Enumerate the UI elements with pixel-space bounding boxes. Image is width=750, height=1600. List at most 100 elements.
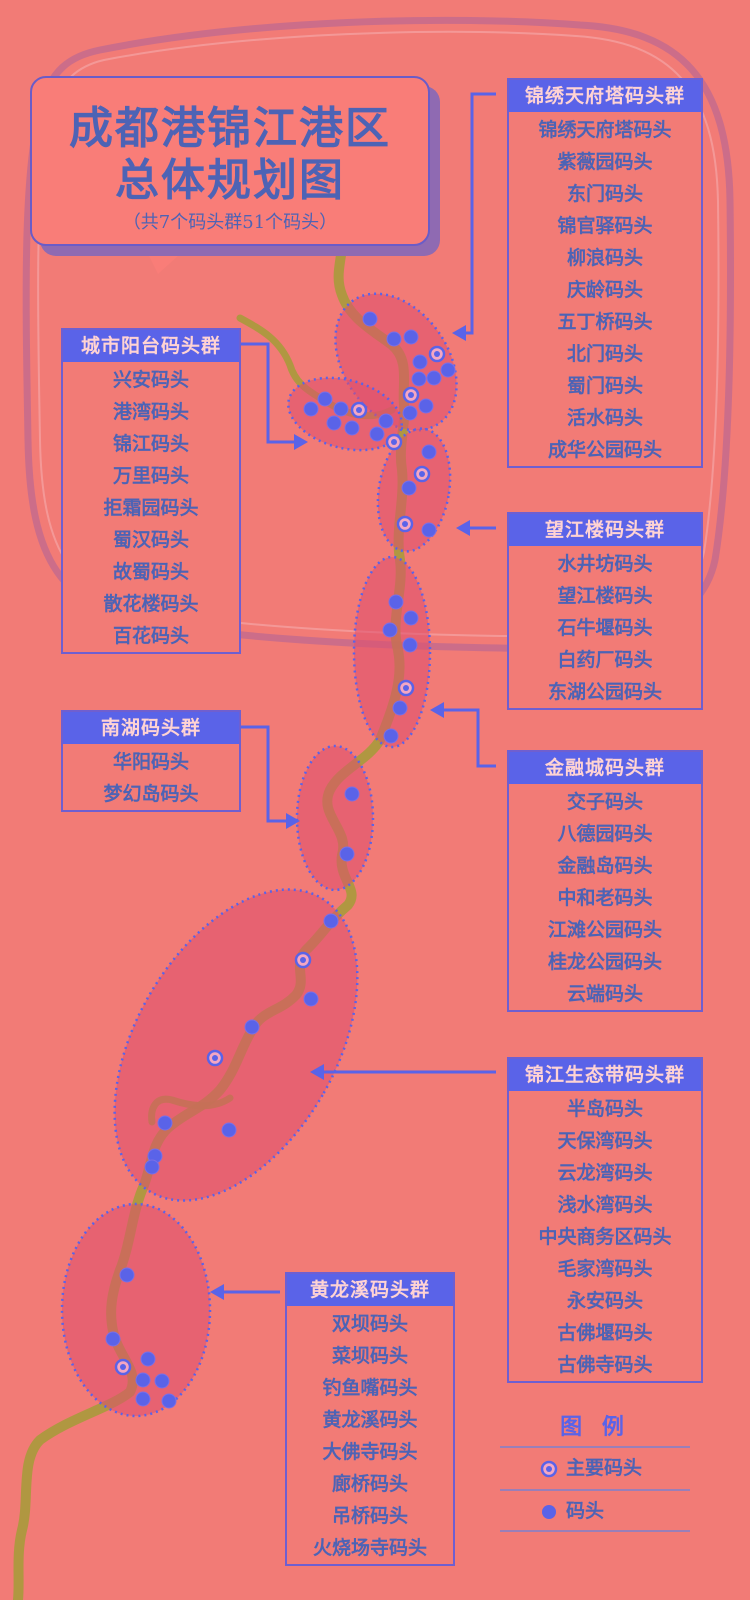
dock-item: 锦官驿码头 bbox=[557, 215, 653, 237]
group-header: 南湖码头群 bbox=[63, 712, 239, 744]
dock-item: 万里码头 bbox=[112, 465, 189, 487]
dock-marker bbox=[383, 728, 399, 744]
dock-item: 云端码头 bbox=[566, 983, 643, 1005]
dock-marker bbox=[440, 362, 456, 378]
dock-item: 天保湾码头 bbox=[557, 1130, 653, 1152]
dock-marker bbox=[317, 391, 333, 407]
dock-marker bbox=[161, 1393, 177, 1409]
arrowhead-wangjiang bbox=[456, 520, 470, 536]
dock-list: 交子码头 八德园码头 金融岛码头 中和老码头 江滩公园码头 桂龙公园码头 云端码… bbox=[509, 784, 701, 1010]
dock-marker bbox=[418, 398, 434, 414]
dock-item: 交子码头 bbox=[566, 791, 643, 813]
dock-item: 华阳码头 bbox=[112, 751, 189, 773]
dock-item: 锦江码头 bbox=[112, 433, 189, 455]
dock-list: 水井坊码头 望江楼码头 石牛堰码头 白药厂码头 东湖公园码头 bbox=[509, 546, 701, 708]
dock-item: 古佛堰码头 bbox=[557, 1322, 653, 1344]
dock-marker bbox=[421, 522, 437, 538]
dock-item: 散花楼码头 bbox=[103, 593, 199, 615]
map-subtitle: （共7个码头群51个码头） bbox=[122, 212, 338, 233]
dock-item: 柳浪码头 bbox=[566, 247, 643, 269]
group-header: 金融城码头群 bbox=[509, 752, 701, 784]
dock-marker bbox=[323, 913, 339, 929]
dock-marker bbox=[157, 1115, 173, 1131]
dock-item: 庆龄码头 bbox=[566, 279, 643, 301]
dock-marker bbox=[382, 622, 398, 638]
dock-item: 古佛寺码头 bbox=[557, 1354, 653, 1376]
dock-list: 半岛码头 天保湾码头 云龙湾码头 浅水湾码头 中央商务区码头 毛家湾码头 永安码… bbox=[509, 1091, 701, 1381]
dock-marker bbox=[135, 1372, 151, 1388]
dock-marker bbox=[154, 1373, 170, 1389]
arrowhead-city-balcony bbox=[294, 434, 308, 450]
group-city-balcony: 城市阳台码头群 兴安码头 港湾码头 锦江码头 万里码头 拒霜园码头 蜀汉码头 故… bbox=[61, 328, 241, 654]
dock-item: 蜀汉码头 bbox=[112, 529, 189, 551]
main-dock-core bbox=[419, 471, 425, 477]
arrow-city-balcony bbox=[238, 342, 296, 444]
cluster-nanhu bbox=[295, 744, 375, 892]
dock-item: 毛家湾码头 bbox=[557, 1258, 653, 1280]
dock-marker bbox=[221, 1122, 237, 1138]
dock-marker bbox=[412, 354, 428, 370]
group-jinjiang-eco-belt: 锦江生态带码头群 半岛码头 天保湾码头 云龙湾码头 浅水湾码头 中央商务区码头 … bbox=[507, 1057, 703, 1383]
legend: 图 例 主要码头 码头 bbox=[500, 1410, 690, 1532]
dock-item: 石牛堰码头 bbox=[557, 617, 653, 639]
dock-marker bbox=[339, 846, 355, 862]
dock-marker bbox=[392, 700, 408, 716]
group-header: 黄龙溪码头群 bbox=[287, 1274, 453, 1306]
dock-marker bbox=[386, 331, 402, 347]
dock-item: 廊桥码头 bbox=[331, 1473, 408, 1495]
dock-item: 钓鱼嘴码头 bbox=[322, 1377, 418, 1399]
main-dock-core bbox=[402, 521, 408, 527]
dock-item: 浅水湾码头 bbox=[557, 1194, 653, 1216]
dock-marker bbox=[378, 413, 394, 429]
legend-row-dock: 码头 bbox=[500, 1489, 690, 1532]
dock-item: 东湖公园码头 bbox=[547, 681, 662, 703]
dock-marker bbox=[144, 1159, 160, 1175]
dock-item: 菜坝码头 bbox=[331, 1345, 408, 1367]
main-dock-core bbox=[300, 957, 306, 963]
dock-marker bbox=[403, 610, 419, 626]
dock-marker bbox=[135, 1391, 151, 1407]
dock-item: 百花码头 bbox=[112, 625, 189, 647]
cluster-jinjiang-eco-belt bbox=[113, 888, 359, 1202]
dock-item: 江滩公园码头 bbox=[547, 919, 662, 941]
dock-item: 白药厂码头 bbox=[557, 649, 653, 671]
main-dock-core bbox=[212, 1055, 218, 1061]
dock-list: 华阳码头 梦幻岛码头 bbox=[63, 744, 239, 810]
dock-item: 紫薇园码头 bbox=[557, 151, 653, 173]
cluster-huanglongxi bbox=[60, 1202, 212, 1418]
legend-label-main-dock: 主要码头 bbox=[566, 1457, 643, 1479]
dock-item: 中和老码头 bbox=[557, 887, 653, 909]
legend-label-dock: 码头 bbox=[566, 1500, 605, 1522]
dock-item: 活水码头 bbox=[566, 407, 643, 429]
arrowhead-financial bbox=[430, 702, 444, 718]
dock-item: 大佛寺码头 bbox=[322, 1441, 418, 1463]
group-jinxiu-tianfu-tower: 锦绣天府塔码头群 锦绣天府塔码头 紫薇园码头 东门码头 锦官驿码头 柳浪码头 庆… bbox=[507, 78, 703, 468]
dock-item: 桂龙公园码头 bbox=[547, 951, 662, 973]
dock-item: 双坝码头 bbox=[331, 1313, 408, 1335]
main-dock-core bbox=[408, 392, 414, 398]
main-dock-core bbox=[391, 439, 397, 445]
dock-marker bbox=[244, 1019, 260, 1035]
dock-marker bbox=[333, 401, 349, 417]
dock-marker bbox=[105, 1331, 121, 1347]
dock-item: 金融岛码头 bbox=[557, 855, 653, 877]
dock-marker bbox=[344, 420, 360, 436]
dock-list: 双坝码头 菜坝码头 钓鱼嘴码头 黄龙溪码头 大佛寺码头 廊桥码头 吊桥码头 火烧… bbox=[287, 1306, 453, 1564]
dock-item: 五丁桥码头 bbox=[557, 311, 653, 333]
cluster-financial-city bbox=[352, 555, 432, 749]
dock-icon bbox=[542, 1505, 556, 1519]
dock-marker bbox=[362, 311, 378, 327]
group-huanglongxi: 黄龙溪码头群 双坝码头 菜坝码头 钓鱼嘴码头 黄龙溪码头 大佛寺码头 廊桥码头 … bbox=[285, 1272, 455, 1566]
dock-marker bbox=[119, 1267, 135, 1283]
main-dock-icon bbox=[540, 1460, 558, 1478]
arrow-nanhu bbox=[238, 725, 288, 823]
dock-item: 故蜀码头 bbox=[112, 561, 189, 583]
dock-item: 望江楼码头 bbox=[557, 585, 653, 607]
title-box: 成都港锦江港区 总体规划图 （共7个码头群51个码头） bbox=[30, 76, 430, 246]
dock-item: 永安码头 bbox=[566, 1290, 643, 1312]
dock-marker bbox=[388, 594, 404, 610]
dock-marker bbox=[426, 370, 442, 386]
legend-title: 图 例 bbox=[560, 1415, 630, 1440]
dock-item: 梦幻岛码头 bbox=[103, 783, 199, 805]
dock-item: 港湾码头 bbox=[112, 401, 189, 423]
